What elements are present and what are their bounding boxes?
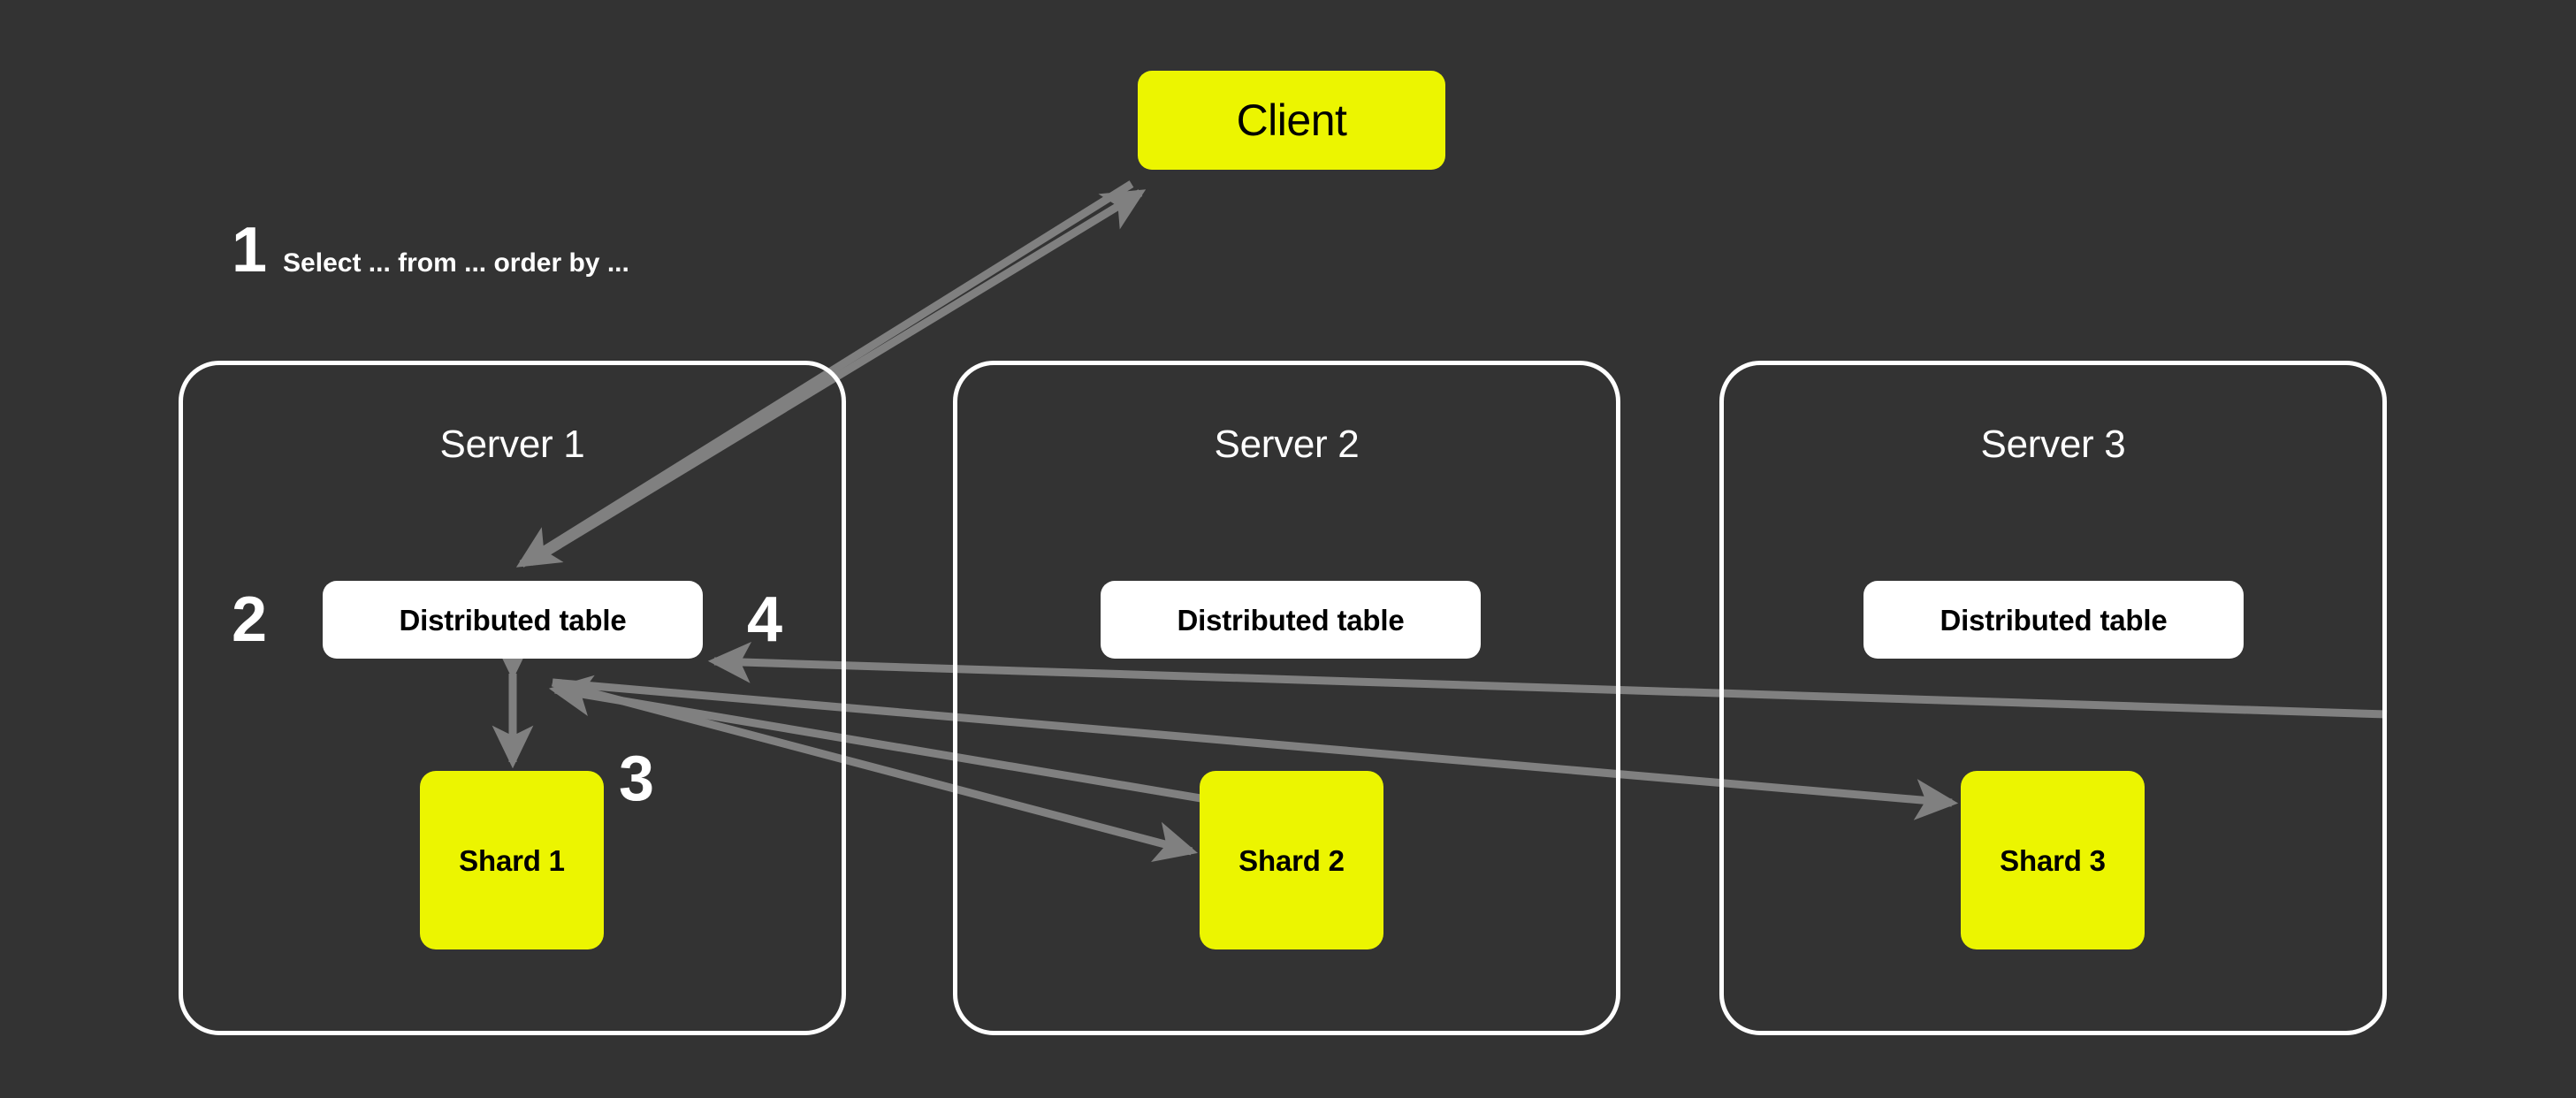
server-box-3 [1719, 361, 2387, 1035]
shard-2-label: Shard 2 [1238, 843, 1345, 877]
step-3-number: 3 [619, 743, 655, 814]
shard-3-label: Shard 3 [2000, 843, 2106, 877]
shard-2-node[interactable]: Shard 2 [1200, 771, 1383, 949]
client-node[interactable]: Client [1138, 71, 1445, 170]
step-1-query-text: Select ... from ... order by ... [283, 248, 629, 278]
distributed-table-server-1[interactable]: Distributed table [323, 581, 703, 659]
server-1-title: Server 1 [439, 423, 585, 466]
server-2-title: Server 2 [1214, 423, 1360, 466]
step-1-number: 1 [232, 215, 268, 286]
step-2-number: 2 [232, 584, 268, 655]
server-3-title: Server 3 [1980, 423, 2126, 466]
step-4-number: 4 [747, 584, 783, 655]
distributed-table-label-1: Distributed table [399, 603, 627, 637]
distributed-table-label-3: Distributed table [1940, 603, 2168, 637]
distributed-table-server-3[interactable]: Distributed table [1863, 581, 2244, 659]
client-node-label: Client [1236, 95, 1347, 145]
server-box-1 [179, 361, 846, 1035]
shard-3-node[interactable]: Shard 3 [1961, 771, 2145, 949]
distributed-table-label-2: Distributed table [1177, 603, 1405, 637]
shard-1-node[interactable]: Shard 1 [420, 771, 604, 949]
distributed-table-server-2[interactable]: Distributed table [1101, 581, 1481, 659]
shard-1-label: Shard 1 [459, 843, 565, 877]
step-1-caption: 1 Select ... from ... order by ... [232, 218, 629, 282]
server-box-2 [953, 361, 1620, 1035]
